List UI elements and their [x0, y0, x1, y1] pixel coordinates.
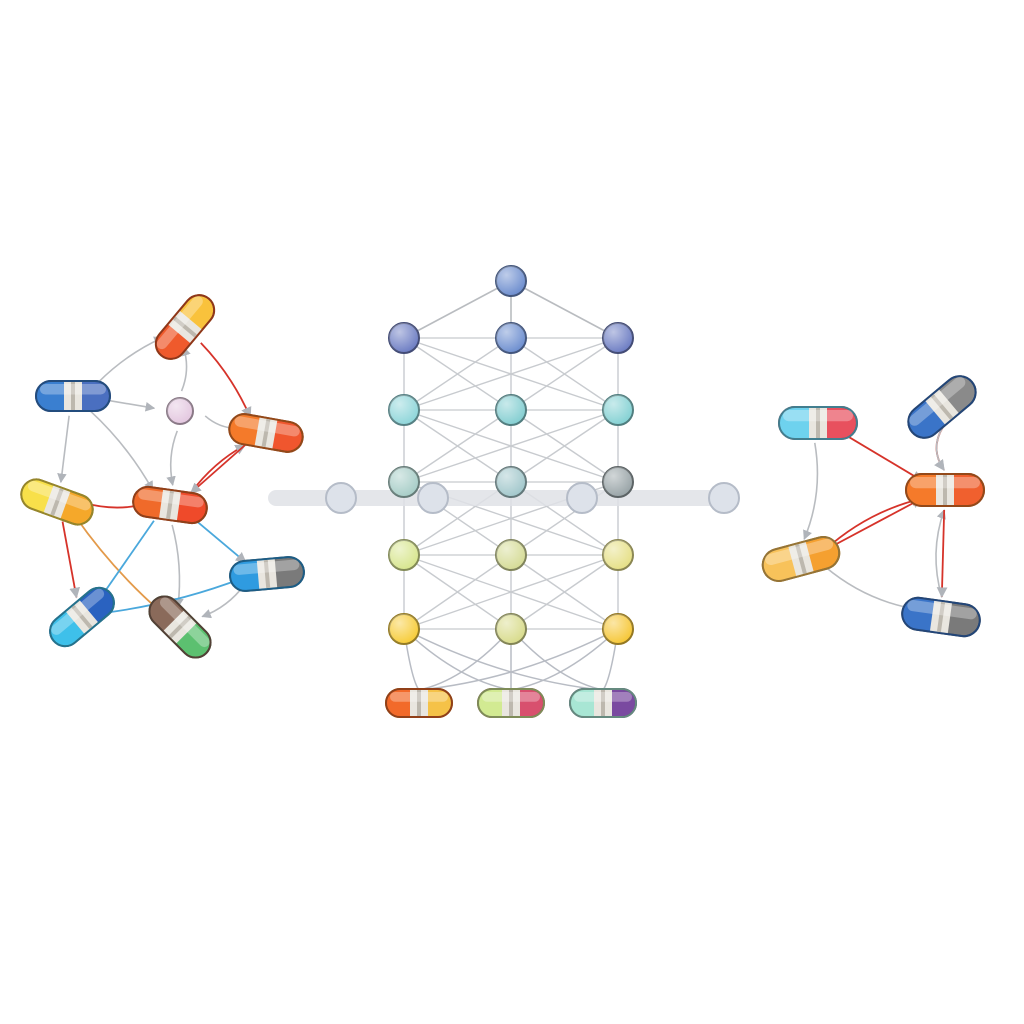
center-edge	[510, 409, 619, 483]
center-node-r1-c3	[602, 322, 634, 354]
center-edge	[403, 409, 619, 483]
right-edge	[803, 442, 819, 541]
left-hub-node	[166, 397, 194, 425]
center-node-r2-c2	[495, 394, 527, 426]
right-capsule-R4	[761, 536, 841, 582]
center-edge	[403, 628, 512, 691]
center-edge	[403, 337, 512, 411]
left-capsule-L7	[49, 586, 115, 648]
center-node-r4-c3	[602, 539, 634, 571]
center-top-node	[495, 265, 527, 297]
center-edge	[403, 554, 619, 630]
right-edge	[824, 566, 918, 613]
left-capsule-L2	[35, 380, 111, 412]
bus-node	[708, 482, 740, 514]
left-capsule-L4	[20, 478, 94, 526]
center-bottom-capsule-1	[385, 688, 453, 718]
center-edge	[403, 409, 512, 483]
left-capsule-L3	[228, 413, 304, 453]
center-node-r2-c3	[602, 394, 634, 426]
left-capsule-L8	[148, 595, 212, 659]
center-bottom-capsule-2	[477, 688, 545, 718]
center-edge	[418, 628, 512, 691]
center-edge	[510, 337, 619, 411]
bus-node	[417, 482, 449, 514]
right-edge	[936, 509, 948, 599]
center-node-r3-c1	[388, 466, 420, 498]
center-edge	[510, 628, 604, 691]
center-node-r3-c2	[495, 466, 527, 498]
center-edge	[403, 554, 512, 630]
right-capsule-R3	[905, 473, 985, 507]
left-edge	[190, 515, 247, 564]
center-node-r1-c2	[495, 322, 527, 354]
left-capsule-L5	[132, 485, 208, 525]
left-edge	[189, 444, 246, 494]
center-node-r5-c2	[495, 613, 527, 645]
bus-node	[325, 482, 357, 514]
right-capsule-R1	[778, 406, 858, 440]
center-edge	[510, 628, 619, 691]
right-capsule-R5	[901, 596, 981, 638]
center-bottom-capsule-3	[569, 688, 637, 718]
left-capsule-L6	[229, 556, 305, 592]
center-node-r1-c1	[388, 322, 420, 354]
left-edge	[94, 336, 164, 387]
left-edge	[107, 576, 243, 614]
right-edge	[840, 431, 923, 482]
left-edge	[171, 524, 184, 609]
bus-node	[566, 482, 598, 514]
center-node-r4-c1	[388, 539, 420, 571]
center-node-r3-c3	[602, 466, 634, 498]
center-edge	[510, 554, 619, 630]
center-edge	[403, 628, 604, 691]
left-edge	[57, 415, 70, 484]
center-node-r5-c1	[388, 613, 420, 645]
center-edge	[403, 280, 512, 339]
center-edge	[403, 337, 619, 411]
center-node-r5-c3	[602, 613, 634, 645]
right-edge	[935, 426, 945, 471]
center-node-r2-c1	[388, 394, 420, 426]
center-node-r4-c2	[495, 539, 527, 571]
left-edge	[89, 410, 154, 491]
left-edge	[61, 521, 81, 599]
right-capsule-R2	[907, 375, 977, 439]
left-capsule-L1	[154, 294, 216, 360]
left-edge	[200, 342, 252, 419]
left-edge	[166, 430, 178, 487]
center-edge	[510, 280, 619, 339]
right-edge	[824, 497, 923, 552]
nodes-layer	[20, 265, 985, 718]
center-edge	[418, 628, 619, 691]
